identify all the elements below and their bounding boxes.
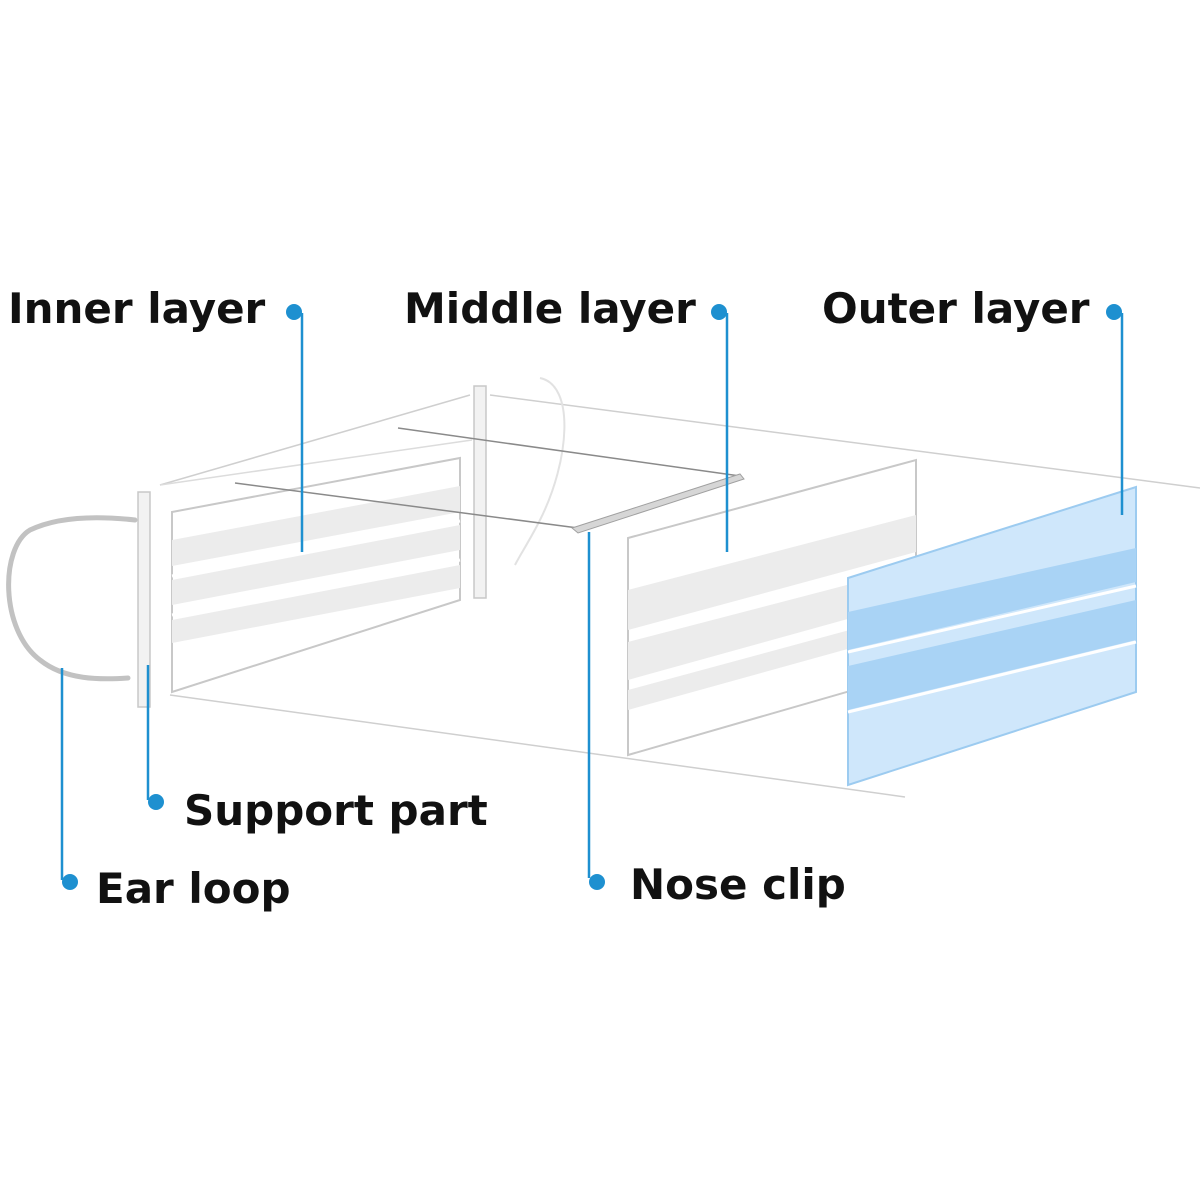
middle-layer-callout-dot [711,304,727,320]
support-part-callout-dot [148,794,164,810]
inner-layer-panel [159,439,473,694]
ear-loop-shape [6,515,138,682]
outer-layer-panel [847,485,1137,787]
perspective-lines [159,394,1200,798]
ear-loop-label: Ear loop [96,864,291,913]
middle-layer-label: Middle layer [404,284,696,333]
inner-layer-label: Inner layer [8,284,266,333]
callout-leaders [60,313,1124,880]
ear-loop-back-shape [514,377,566,566]
outer-layer-label: Outer layer [822,284,1090,333]
middle-layer-panel [627,458,917,757]
nose-clip-label: Nose clip [630,860,846,909]
nose-clip-wires [234,427,741,529]
outer-layer-callout-dot [1106,304,1122,320]
support-part-label: Support part [184,786,488,835]
callout-dots [62,304,1122,890]
inner-layer-callout-dot [286,304,302,320]
nose-clip-callout-dot [589,874,605,890]
ear-loop-callout-dot [62,874,78,890]
nose-clip-bar [570,473,745,534]
